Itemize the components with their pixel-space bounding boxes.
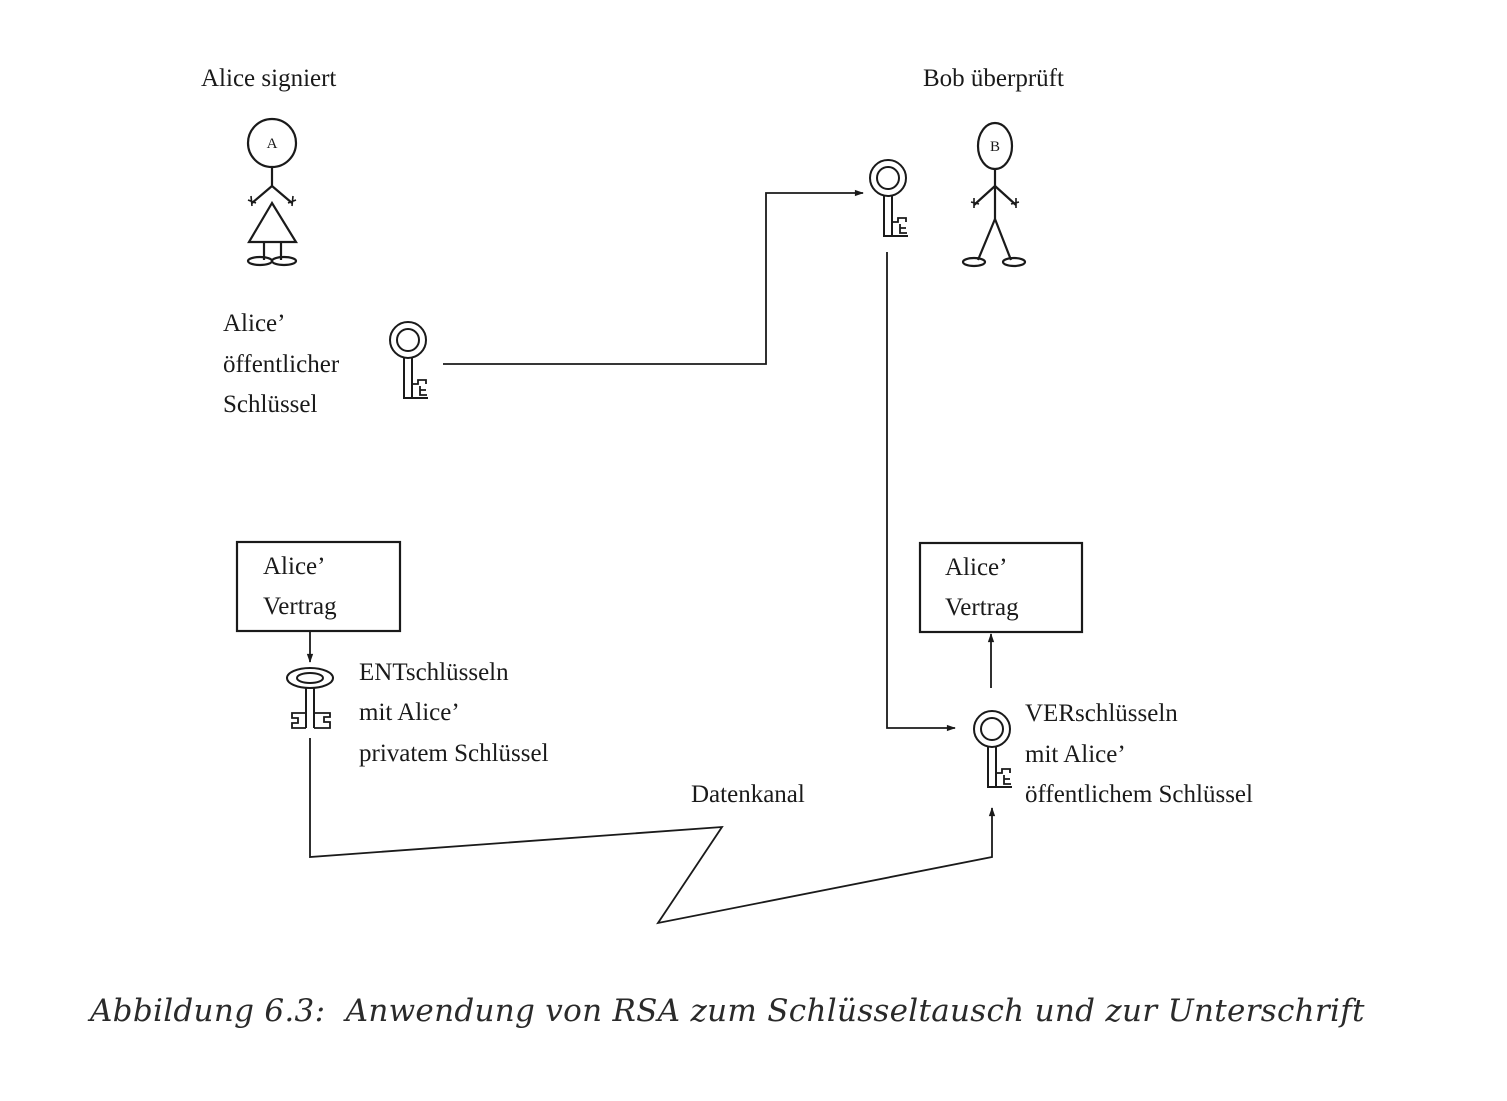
bob-title: Bob überprüft xyxy=(923,65,1064,92)
decrypt-line-2: mit Alice’ xyxy=(359,699,460,726)
alice-title: Alice signiert xyxy=(201,65,336,92)
data-channel-label: Datenkanal xyxy=(691,781,805,808)
bob-head-letter: B xyxy=(990,139,1000,155)
bob-public-key-icon xyxy=(869,159,909,237)
right-document-line-1: Alice’ xyxy=(945,554,1007,581)
public-key-label-line-2: öffentlicher xyxy=(223,351,340,378)
public-key-label-line-1: Alice’ xyxy=(223,310,285,337)
alice-public-key-icon xyxy=(389,321,429,399)
left-document-line-2: Vertrag xyxy=(263,593,337,620)
encrypt-line-3: öffentlichem Schlüssel xyxy=(1025,781,1253,808)
left-document-line-1: Alice’ xyxy=(263,553,325,580)
right-document-box: Alice’ Vertrag xyxy=(918,541,1084,634)
decrypt-line-1: ENTschlüsseln xyxy=(359,659,509,686)
bob-figure-icon: B xyxy=(961,121,1027,268)
encrypt-step-label: VERschlüsseln mit Alice’ öffentlichem Sc… xyxy=(1025,700,1253,808)
public-key-to-verify-arrow xyxy=(886,252,956,732)
decrypt-line-3: privatem Schlüssel xyxy=(359,740,549,767)
public-key-label: Alice’ öffentlicher Schlüssel xyxy=(223,310,340,418)
public-key-label-line-3: Schlüssel xyxy=(223,391,318,418)
left-document-box: Alice’ Vertrag xyxy=(235,540,402,633)
public-key-transfer-arrow xyxy=(443,189,864,365)
alice-head-letter: A xyxy=(267,136,278,152)
bob-verify-key-icon xyxy=(973,710,1013,788)
alice-private-key-icon xyxy=(286,667,334,729)
figure-caption: Abbildung 6.3: Anwendung von RSA zum Sch… xyxy=(87,993,1365,1029)
right-document-line-2: Vertrag xyxy=(945,594,1019,621)
data-channel-line xyxy=(309,738,996,925)
encrypt-line-1: VERschlüsseln xyxy=(1025,700,1178,727)
encrypt-line-2: mit Alice’ xyxy=(1025,741,1126,768)
alice-figure-icon: A xyxy=(246,117,298,267)
decrypt-step-label: ENTschlüsseln mit Alice’ privatem Schlüs… xyxy=(359,659,549,767)
